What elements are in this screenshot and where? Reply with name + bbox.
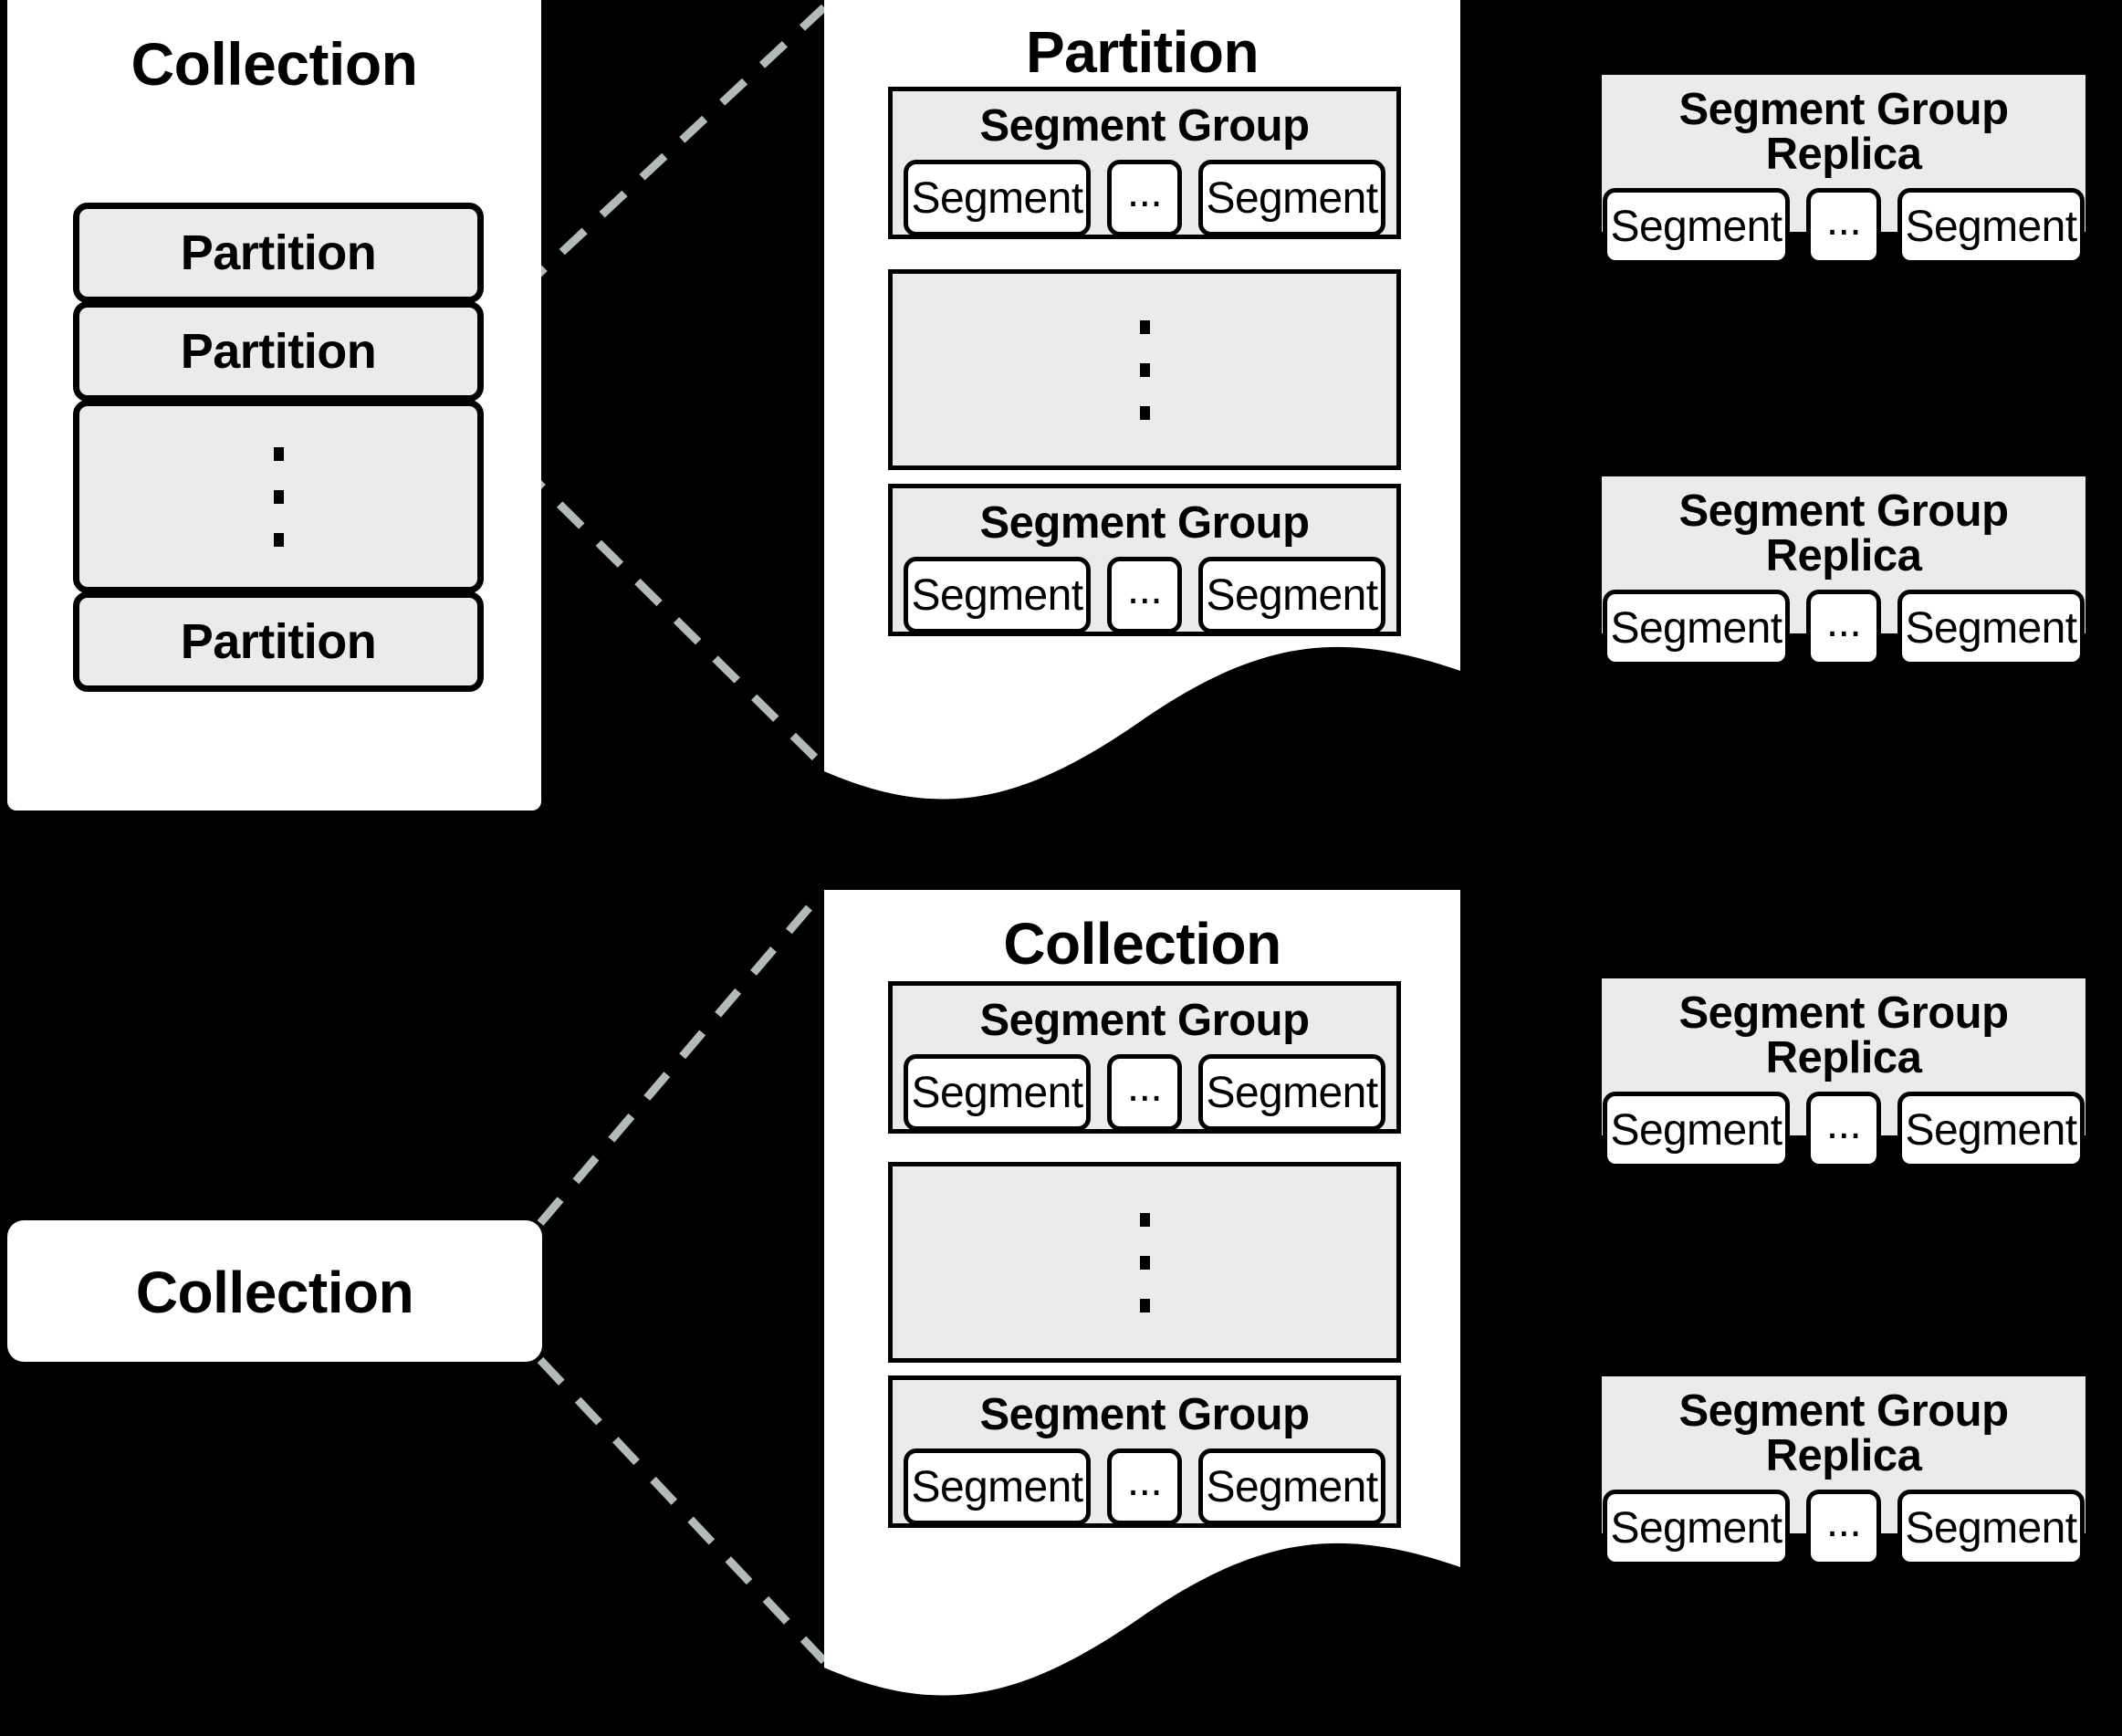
bottom-segment-group-2[interactable]: Segment Group Segment ... Segment [888, 1375, 1401, 1528]
bottom-segment-group-2-title: Segment Group [979, 1390, 1310, 1439]
segment-group-2[interactable]: Segment Group Segment ... Segment [888, 484, 1401, 636]
segment-group-replica-2-title: Segment Group Replica [1678, 486, 2009, 580]
partition-item-last[interactable]: Partition [73, 591, 484, 692]
dot-2 [1139, 362, 1150, 377]
partition-item-1-label: Partition [180, 225, 377, 280]
segment-box[interactable]: Segment [1603, 1490, 1790, 1566]
top-left-collection-title: Collection [131, 30, 418, 98]
bottom-segment-group-1[interactable]: Segment Group Segment ... Segment [888, 981, 1401, 1134]
bottom-left-collection-card[interactable]: Collection [7, 1220, 542, 1362]
segment-row-2: Segment ... Segment [893, 557, 1396, 633]
bottom-segment-group-replica-2[interactable]: Segment Group Replica Segment ... Segmen… [1602, 1376, 2085, 1566]
segment-box[interactable]: Segment [1603, 590, 1790, 666]
segment-box[interactable]: Segment [904, 1448, 1091, 1525]
segment-box[interactable]: Segment [1603, 1092, 1790, 1168]
partition-item-2-label: Partition [180, 324, 377, 379]
segment-group-2-title: Segment Group [979, 498, 1310, 548]
dot-1 [1139, 319, 1150, 334]
dot-1 [273, 446, 284, 461]
bottom-segment-group-replica-1[interactable]: Segment Group Replica Segment ... Segmen… [1602, 978, 2085, 1168]
segment-box[interactable]: Segment [904, 1054, 1091, 1131]
dot-2 [273, 489, 284, 504]
segment-ellipsis: ... [1806, 1490, 1881, 1566]
segment-ellipsis: ... [1107, 1054, 1182, 1131]
bottom-left-collection-title: Collection [135, 1260, 414, 1325]
segment-box[interactable]: Segment [904, 557, 1091, 633]
segment-box[interactable]: Segment [1198, 557, 1385, 633]
bottom-segment-group-ellipsis [888, 1162, 1401, 1363]
replica-segment-row-2: Segment ... Segment [1602, 590, 2085, 666]
segment-ellipsis: ... [1806, 590, 1881, 666]
partition-item-last-label: Partition [180, 614, 377, 669]
partition-detail-title: Partition [1025, 19, 1260, 85]
dot-2 [1139, 1255, 1150, 1270]
segment-box[interactable]: Segment [1198, 160, 1385, 236]
segment-box[interactable]: Segment [1897, 188, 2085, 265]
top-left-collection-panel: Collection Partition Partition Partition [7, 0, 541, 810]
bottom-replica-segment-row-2: Segment ... Segment [1602, 1490, 2085, 1566]
partition-item-2[interactable]: Partition [73, 301, 484, 402]
collection-detail-title: Collection [1003, 911, 1281, 977]
segment-row-1: Segment ... Segment [893, 160, 1396, 236]
segment-ellipsis: ... [1107, 557, 1182, 633]
replica-segment-row-1: Segment ... Segment [1602, 188, 2085, 265]
segment-ellipsis: ... [1107, 160, 1182, 236]
segment-box[interactable]: Segment [1603, 188, 1790, 265]
segment-group-ellipsis [888, 269, 1401, 470]
collection-detail-panel: Collection Segment Group Segment ... Seg… [824, 890, 1460, 1711]
dot-3 [273, 532, 284, 547]
segment-box[interactable]: Segment [1198, 1054, 1385, 1131]
bottom-segment-group-1-title: Segment Group [979, 996, 1310, 1045]
segment-group-1-title: Segment Group [979, 101, 1310, 151]
segment-box[interactable]: Segment [1897, 1490, 2085, 1566]
bottom-segment-group-replica-2-title: Segment Group Replica [1678, 1386, 2009, 1480]
segment-box[interactable]: Segment [1198, 1448, 1385, 1525]
dot-3 [1139, 1298, 1150, 1312]
segment-box[interactable]: Segment [904, 160, 1091, 236]
segment-box[interactable]: Segment [1897, 590, 2085, 666]
partition-ellipsis [73, 400, 484, 593]
segment-ellipsis: ... [1806, 1092, 1881, 1168]
bottom-segment-group-replica-1-title: Segment Group Replica [1678, 988, 2009, 1082]
dot-1 [1139, 1212, 1150, 1227]
segment-ellipsis: ... [1107, 1448, 1182, 1525]
segment-group-replica-2[interactable]: Segment Group Replica Segment ... Segmen… [1602, 476, 2085, 666]
bottom-segment-row-1: Segment ... Segment [893, 1054, 1396, 1131]
segment-ellipsis: ... [1806, 188, 1881, 265]
segment-box[interactable]: Segment [1897, 1092, 2085, 1168]
partition-item-1[interactable]: Partition [73, 203, 484, 303]
bottom-replica-segment-row-1: Segment ... Segment [1602, 1092, 2085, 1168]
partition-detail-panel: Partition Segment Group Segment ... Segm… [824, 0, 1460, 821]
dot-3 [1139, 405, 1150, 420]
segment-group-1[interactable]: Segment Group Segment ... Segment [888, 87, 1401, 239]
segment-group-replica-1[interactable]: Segment Group Replica Segment ... Segmen… [1602, 75, 2085, 265]
segment-group-replica-1-title: Segment Group Replica [1678, 85, 2009, 179]
bottom-segment-row-2: Segment ... Segment [893, 1448, 1396, 1525]
